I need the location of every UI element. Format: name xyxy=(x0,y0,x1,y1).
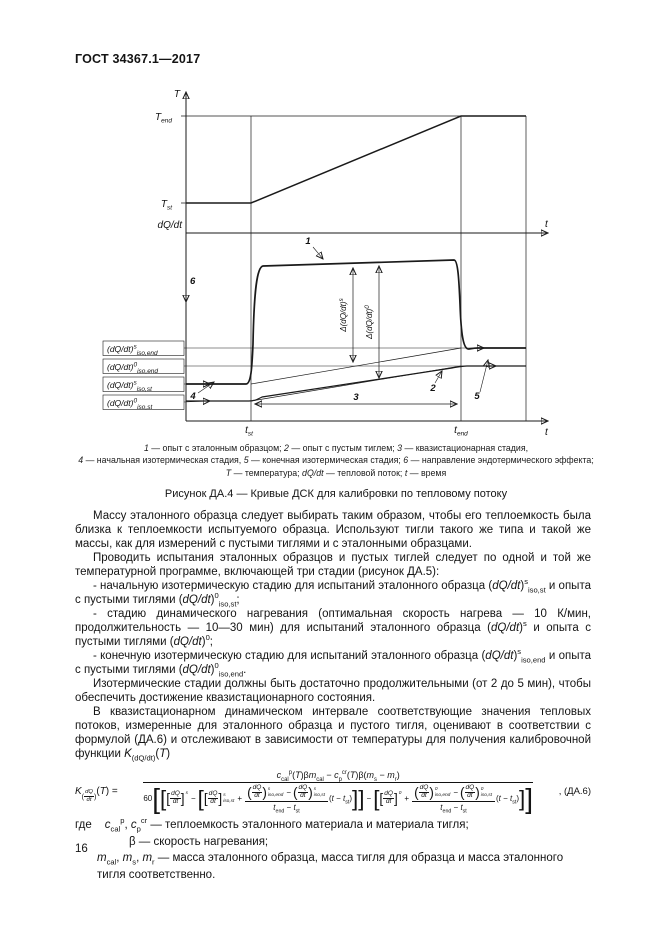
label-n3: 3 xyxy=(353,392,359,403)
figure-title: Рисунок ДА.4 — Кривые ДСК для калибровки… xyxy=(164,487,508,500)
label-dqdt-iso-end-0: (dQ/dt)0iso,end xyxy=(107,362,158,376)
temperature-curve xyxy=(186,115,526,204)
label-dqdt-axis: dQ/dt xyxy=(158,220,184,231)
label-dqdt-iso-end-s: (dQ/dt)siso,end xyxy=(107,344,158,358)
formula-reference: , (ДА.6) xyxy=(558,785,591,797)
list-item-initial-iso: - начальную изотермическую стадию для ис… xyxy=(75,577,591,609)
label-delta-s: Δ(dQ/dt)s xyxy=(338,297,348,332)
label-T-end: Tend xyxy=(155,112,172,125)
label-T-axis: T xyxy=(174,89,181,100)
label-delta-0: Δ(dQ/dt)0 xyxy=(364,305,374,340)
axis-ticks xyxy=(181,115,186,204)
where-row-masses: mcal, ms, mr — масса эталонного образца,… xyxy=(97,852,564,882)
formula-fraction: ccalp(T)βmcal − cpcr(T)β(ms − mr) 60[ [ … xyxy=(118,770,559,815)
page-number: 16 xyxy=(75,843,88,855)
leader-n1 xyxy=(312,246,323,259)
box-iso-st-0 xyxy=(102,394,185,410)
paragraph-7: В квазистационарном динамическом интерва… xyxy=(75,706,591,763)
body-text: Массу эталонного образца следует выбират… xyxy=(75,509,591,763)
where-label: где xyxy=(75,819,92,831)
figure-caption-line-3: T — температура; dQ/dt — тепловой поток;… xyxy=(225,467,447,478)
curve-reference-sample xyxy=(186,259,526,385)
figure-caption: 1 — опыт с эталонным образцом; 2 — опыт … xyxy=(76,442,596,479)
list-item-dynamic: - стадию динамического нагревания (оптим… xyxy=(75,608,591,649)
paragraph-6: Изотермические стадии должны быть достат… xyxy=(75,678,591,705)
label-n2: 2 xyxy=(429,383,436,394)
label-n1: 1 xyxy=(305,236,310,247)
label-t-st: tst xyxy=(245,425,254,438)
label-n4: 4 xyxy=(189,391,196,402)
leader-n5 xyxy=(479,360,488,393)
figure-da4: T t dQ/dt t Tend Tst tst tend (dQ/dt)sis… xyxy=(76,76,596,500)
figure-caption-line-2: 4 — начальная изотермическая стадия, 5 —… xyxy=(78,455,594,466)
paragraph-1: Массу эталонного образца следует выбират… xyxy=(75,509,591,550)
baseline-empty xyxy=(250,365,462,402)
label-t-end: tend xyxy=(454,425,468,438)
label-dqdt-iso-st-s: (dQ/dt)siso,st xyxy=(107,380,153,394)
formula-numerator: ccalp(T)βmcal − cpcr(T)β(ms − mr) xyxy=(143,770,534,784)
doc-header: ГОСТ 34367.1—2017 xyxy=(75,52,201,66)
figure-caption-line-1: 1 — опыт с эталонным образцом; 2 — опыт … xyxy=(143,443,529,453)
label-T-st: Tst xyxy=(161,199,173,212)
label-t-top: t xyxy=(545,219,549,230)
leader-n4 xyxy=(197,382,214,394)
where-row-heating-rate: β — скорость нагревания; xyxy=(129,835,269,848)
label-n5: 5 xyxy=(474,391,480,402)
dsc-figure-diagram: T t dQ/dt t Tend Tst tst tend (dQ/dt)sis… xyxy=(102,89,549,438)
paragraph-2: Проводить испытания эталонных образцов и… xyxy=(75,551,591,578)
list-item-final-iso: - конечную изотермическую стадию для исп… xyxy=(75,647,591,679)
label-dqdt-iso-st-0: (dQ/dt)0iso,st xyxy=(107,398,153,412)
label-t-bottom: t xyxy=(545,427,549,438)
leader-iso-st-0 xyxy=(183,401,210,402)
leader-n2 xyxy=(434,371,442,384)
label-n6: 6 xyxy=(190,276,196,287)
